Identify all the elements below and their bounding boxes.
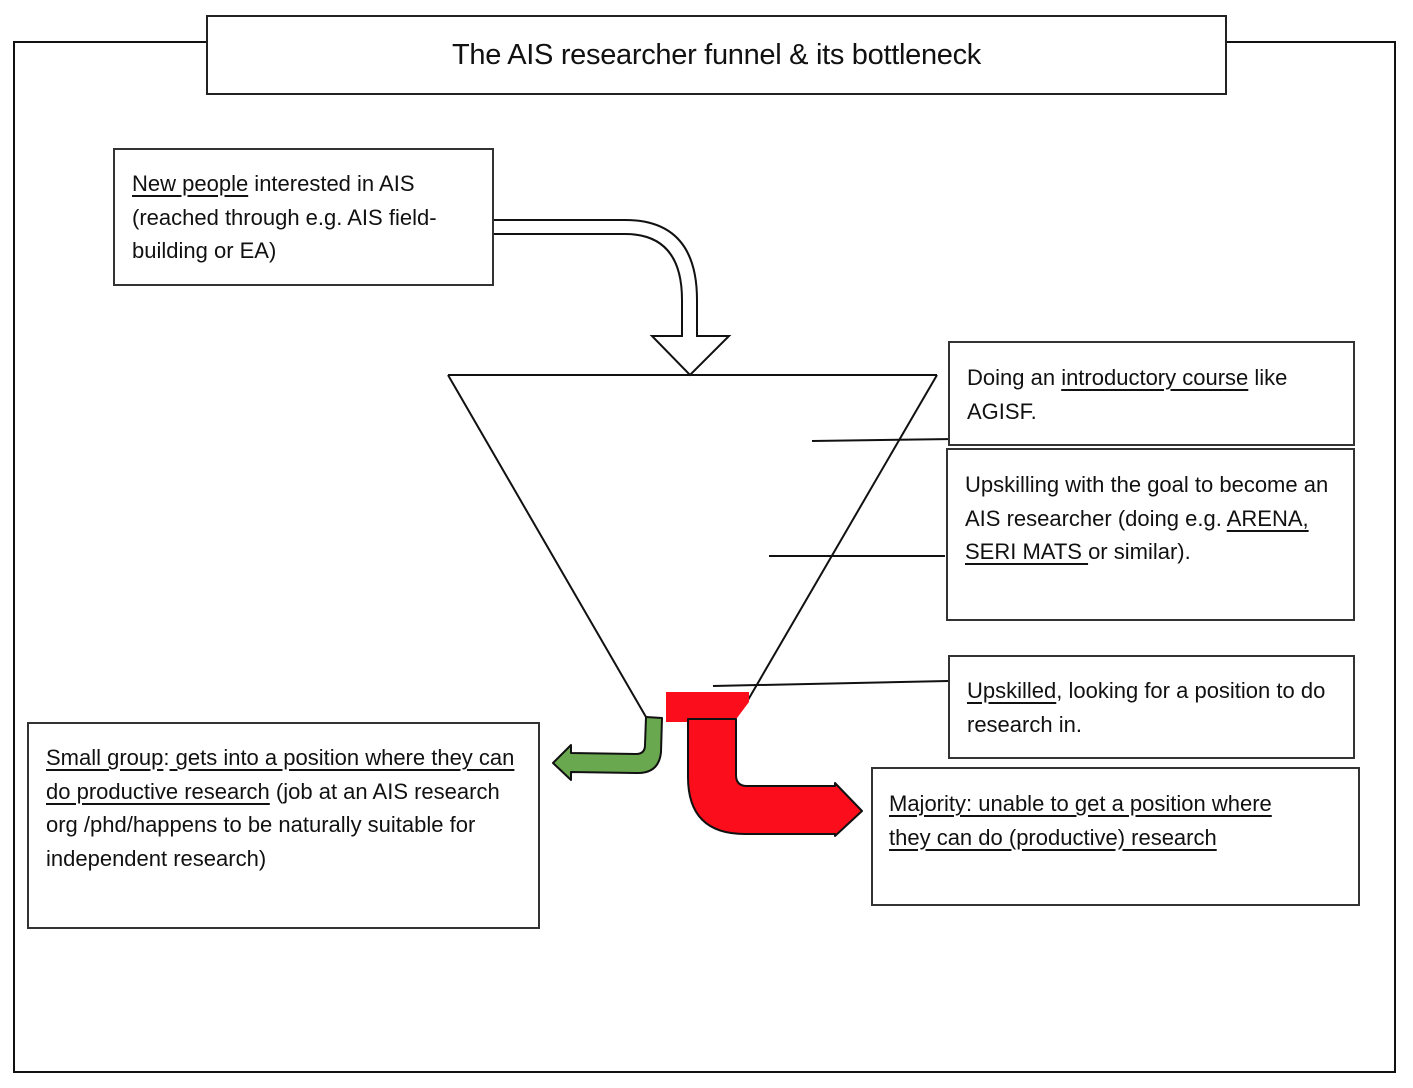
upskilling-box: Upskilling with the goal to become an AI… xyxy=(946,448,1355,621)
text-segment: : xyxy=(163,745,170,770)
title-box: The AIS researcher funnel & its bottlene… xyxy=(206,15,1227,95)
entry-arrow xyxy=(486,219,732,377)
text-segment: or similar). xyxy=(1088,539,1191,564)
text-segment: (job at an AIS research org /phd/happens… xyxy=(46,778,500,871)
new-people-text: New people interested in AIS (reached th… xyxy=(132,167,476,268)
underlined-text-segment: Upskilled xyxy=(967,678,1057,703)
underlined-text-segment: introductory course xyxy=(1061,365,1249,390)
intro-course-text: Doing an introductory course like AGISF. xyxy=(967,361,1339,428)
majority-box: Majority: unable to get a position where… xyxy=(871,767,1360,906)
underlined-text-segment: Small group xyxy=(46,745,164,770)
majority-arrow xyxy=(687,718,863,837)
small-group-text: Small group: gets into a position where … xyxy=(46,741,518,875)
majority-text: Majority: unable to get a position where… xyxy=(889,787,1308,854)
underlined-text-segment: ARENA, SERI MATS xyxy=(965,505,1309,565)
connector-intro-course xyxy=(811,438,956,442)
small-group-box: Small group: gets into a position where … xyxy=(27,722,540,929)
bottleneck-block xyxy=(666,692,749,722)
upskilled-box: Upskilled, looking for a position to do … xyxy=(948,655,1355,759)
text-segment: like AGISF. xyxy=(967,365,1288,424)
text-segment: Doing an xyxy=(967,365,1062,390)
text-segment: interested in AIS (reached through e.g. … xyxy=(132,171,437,263)
funnel-right-edge xyxy=(747,374,938,701)
funnel-left-edge xyxy=(447,374,647,718)
underlined-text-segment: New people xyxy=(132,171,249,196)
connector-upskilled xyxy=(712,680,949,687)
upskilled-text: Upskilled, looking for a position to do … xyxy=(967,674,1333,741)
upskilling-text: Upskilling with the goal to become an AI… xyxy=(965,468,1333,569)
small-group-arrow xyxy=(552,716,663,781)
intro-course-box: Doing an introductory course like AGISF. xyxy=(948,341,1355,446)
text-segment: Upskilling with the goal to become an AI… xyxy=(965,472,1329,531)
underlined-text-segment: Majority: unable to get a position where… xyxy=(889,791,1272,850)
diagram-title: The AIS researcher funnel & its bottlene… xyxy=(451,38,982,71)
new-people-box: New people interested in AIS (reached th… xyxy=(113,148,494,286)
text-segment: , looking for a position to do research … xyxy=(967,678,1326,737)
underlined-text-segment: gets into a position where they can do p… xyxy=(46,745,515,804)
